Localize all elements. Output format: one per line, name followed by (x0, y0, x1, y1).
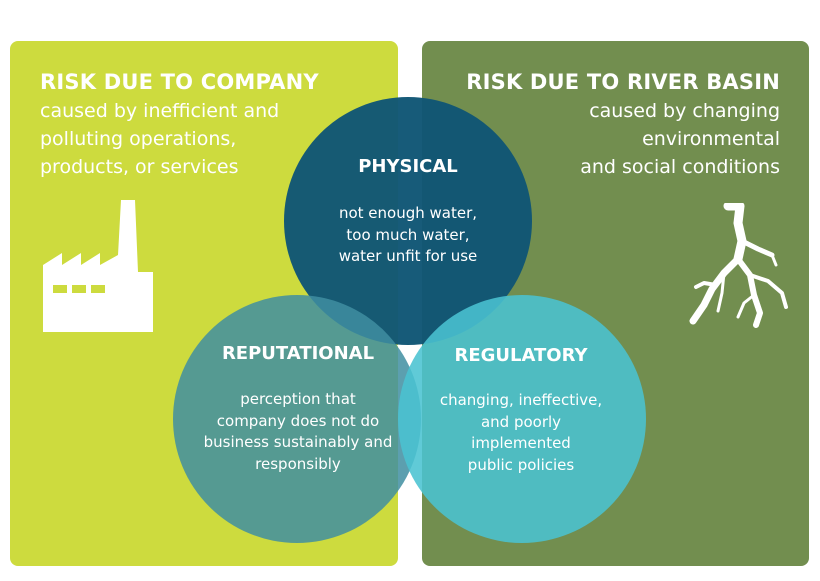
reputational-description: perception that company does not do busi… (188, 389, 408, 475)
physical-circle (284, 97, 532, 345)
reputational-line: perception that (240, 390, 356, 408)
regulatory-description: changing, ineffective, and poorly implem… (421, 390, 621, 476)
company-risk-description: caused by inefficient and polluting oper… (40, 97, 340, 181)
company-risk-line: products, or services (40, 156, 239, 178)
river-basin-risk-line: and social conditions (580, 156, 780, 178)
river-basin-risk-line: caused by changing (589, 100, 780, 122)
physical-description: not enough water, too much water, water … (308, 203, 508, 268)
regulatory-title: REGULATORY (454, 345, 588, 366)
regulatory-line: public policies (467, 455, 575, 474)
river-basin-risk-description: caused by changing environmental and soc… (480, 97, 780, 181)
reputational-line: business sustainably and (203, 433, 393, 451)
center-intersection (397, 345, 419, 364)
reputational-line: responsibly (255, 454, 341, 473)
regulatory-line: changing, ineffective, (439, 391, 603, 409)
physical-title: PHYSICAL (358, 156, 458, 177)
reputational-title: REPUTATIONAL (221, 343, 375, 364)
company-risk-line: caused by inefficient and (40, 100, 280, 122)
company-risk-line: polluting operations, (40, 128, 237, 150)
river-basin-risk-heading: RISK DUE TO RIVER BASIN (466, 70, 780, 94)
roots-icon (689, 203, 788, 328)
reputational-circle (173, 295, 421, 543)
physical-line: too much water, (346, 225, 470, 244)
regulatory-line: and poorly (480, 412, 562, 431)
river-basin-risk-line: environmental (642, 128, 780, 150)
factory-icon (43, 200, 153, 332)
physical-line: not enough water, (338, 204, 478, 222)
regulatory-circle (398, 295, 646, 543)
reputational-line: company does not do (216, 411, 380, 430)
physical-line: water unfit for use (338, 247, 478, 265)
regulatory-line: implemented (471, 434, 571, 452)
company-risk-heading: RISK DUE TO COMPANY (40, 70, 319, 94)
